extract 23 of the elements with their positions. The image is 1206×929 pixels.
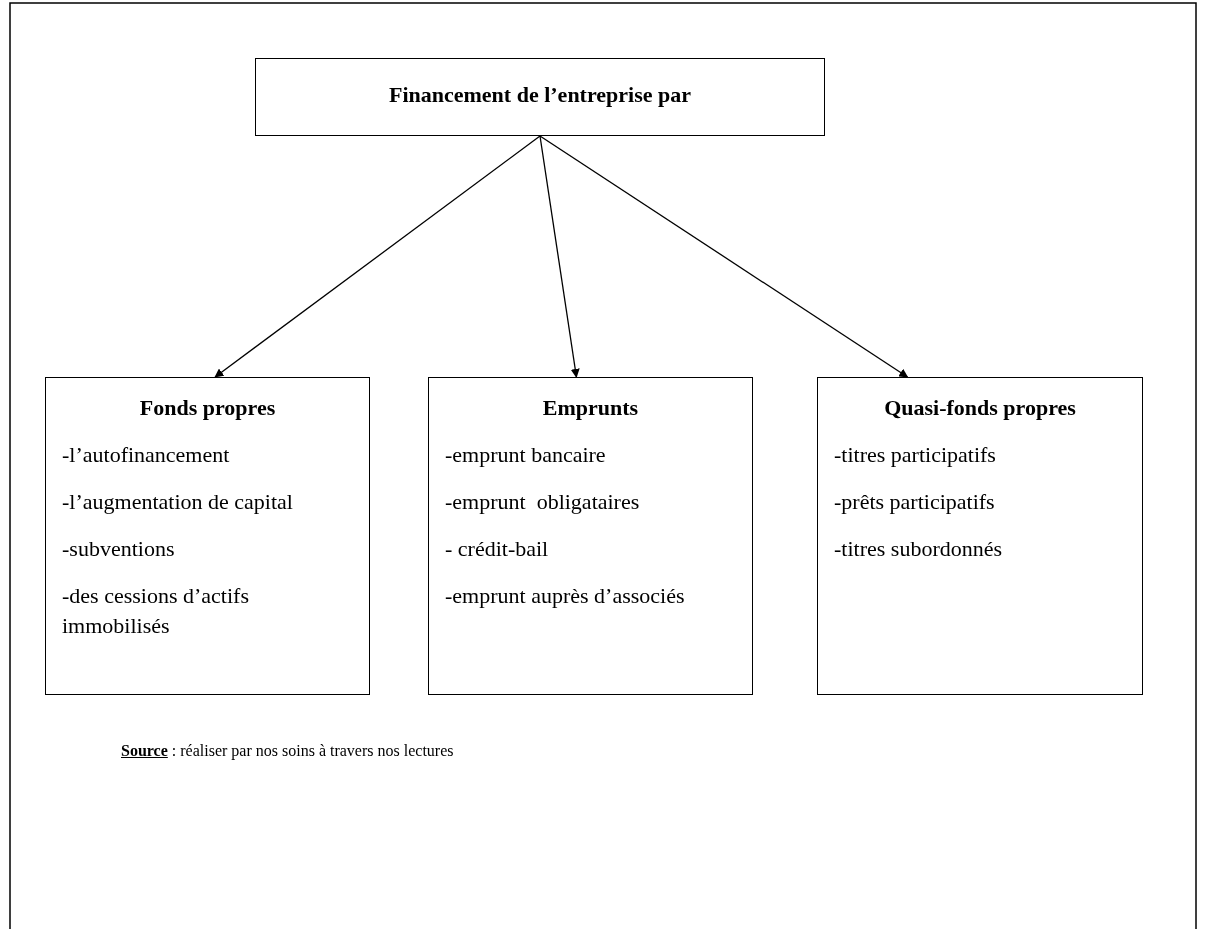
arrow	[539, 135, 909, 378]
arrow	[539, 135, 580, 378]
title-box	[255, 58, 825, 136]
list-item: -l’augmentation de capital	[61, 488, 294, 516]
box-heading: Quasi-fonds propres	[883, 394, 1077, 422]
list-item: -emprunt obligataires	[444, 488, 641, 516]
category-box	[817, 377, 1143, 695]
arrow	[214, 135, 541, 378]
list-item: -prêts participatifs	[833, 488, 996, 516]
source-note: Source : réaliser par nos soins à travers nos lectures	[121, 742, 454, 760]
list-item: -l’autofinancement	[61, 441, 231, 469]
category-box	[428, 377, 753, 695]
list-item: -titres subordonnés	[833, 535, 1004, 563]
category-box	[45, 377, 370, 695]
list-item: -des cessions d’actifs immobilisés	[61, 582, 250, 640]
list-item: -titres participatifs	[833, 441, 997, 469]
list-item: -emprunt bancaire	[444, 441, 607, 469]
box-heading: Emprunts	[541, 394, 640, 422]
list-item: - crédit-bail	[444, 535, 550, 563]
box-heading: Financement de l’entreprise par	[387, 81, 692, 109]
list-item: -subventions	[61, 535, 176, 563]
list-item: -emprunt auprès d’associés	[444, 582, 686, 610]
box-heading: Fonds propres	[138, 394, 277, 422]
